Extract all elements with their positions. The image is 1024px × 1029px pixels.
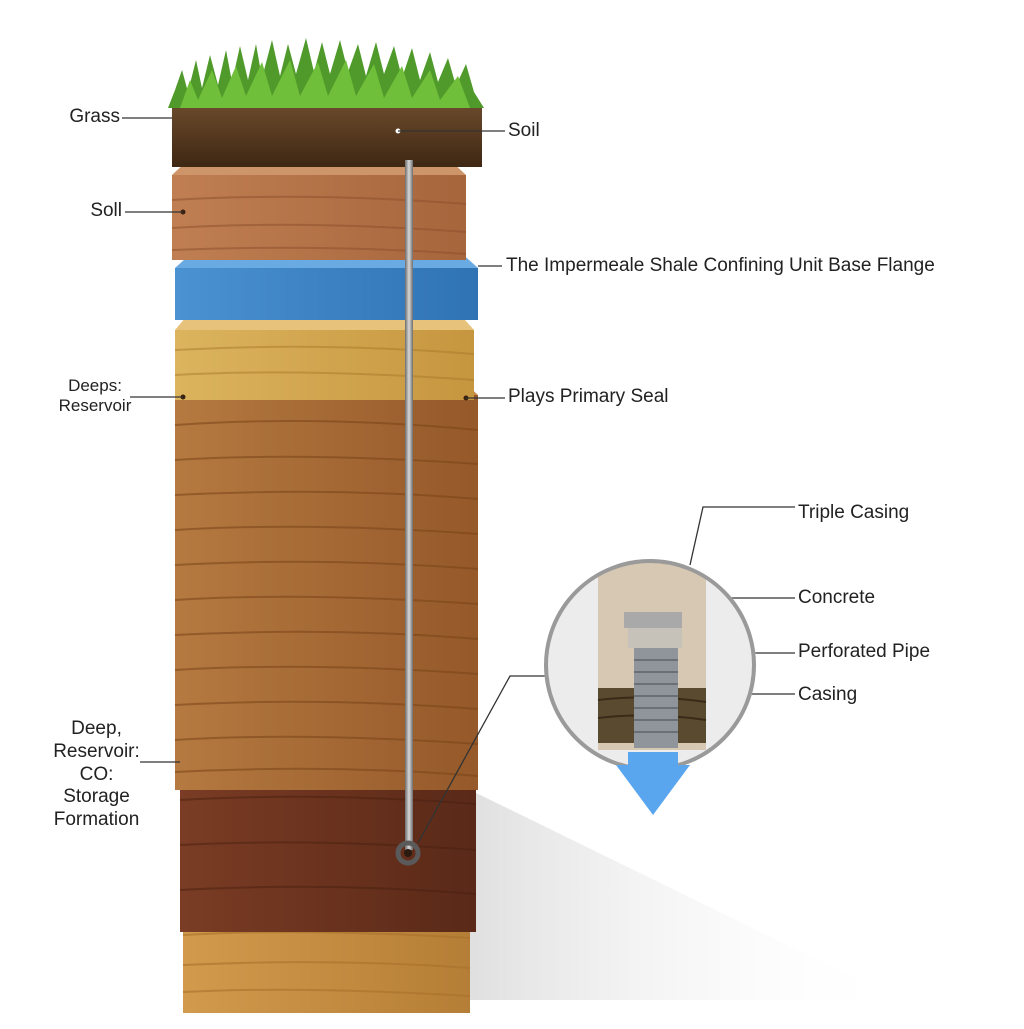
injection-arrow	[616, 752, 690, 815]
label-concrete: Concrete	[798, 587, 876, 608]
well-bottom-ring	[395, 840, 421, 866]
casing-detail-inset[interactable]	[540, 555, 760, 815]
label-grass: Grass	[69, 106, 120, 127]
soil-slab	[171, 160, 467, 260]
label-perforated-pipe: Perforated Pipe	[798, 641, 931, 662]
well-bottom-hole	[404, 849, 412, 857]
label-triple-casing: Triple Casing	[798, 502, 910, 523]
label-soil-top: Soil	[508, 120, 540, 141]
label-storage-formation: Deep, Reservoir: CO: Storage Formation	[53, 718, 140, 831]
label-deeps-reservoir: Deeps: Reservoir	[58, 376, 132, 416]
column-shadow	[470, 790, 900, 1000]
label-soil-second: Soll	[90, 200, 122, 221]
reservoir-block	[174, 378, 479, 790]
label-casing: Casing	[798, 684, 858, 705]
topsoil-slab	[172, 105, 482, 167]
casing-collar	[624, 612, 682, 628]
label-primary-seal: Plays Primary Seal	[508, 386, 669, 407]
grass-layer	[168, 38, 484, 108]
well-pipe	[405, 160, 413, 850]
sandstone-slab	[174, 310, 475, 400]
label-shale: The Impermeale Shale Confining Unit Base…	[506, 255, 935, 276]
shale-slab	[175, 250, 478, 320]
